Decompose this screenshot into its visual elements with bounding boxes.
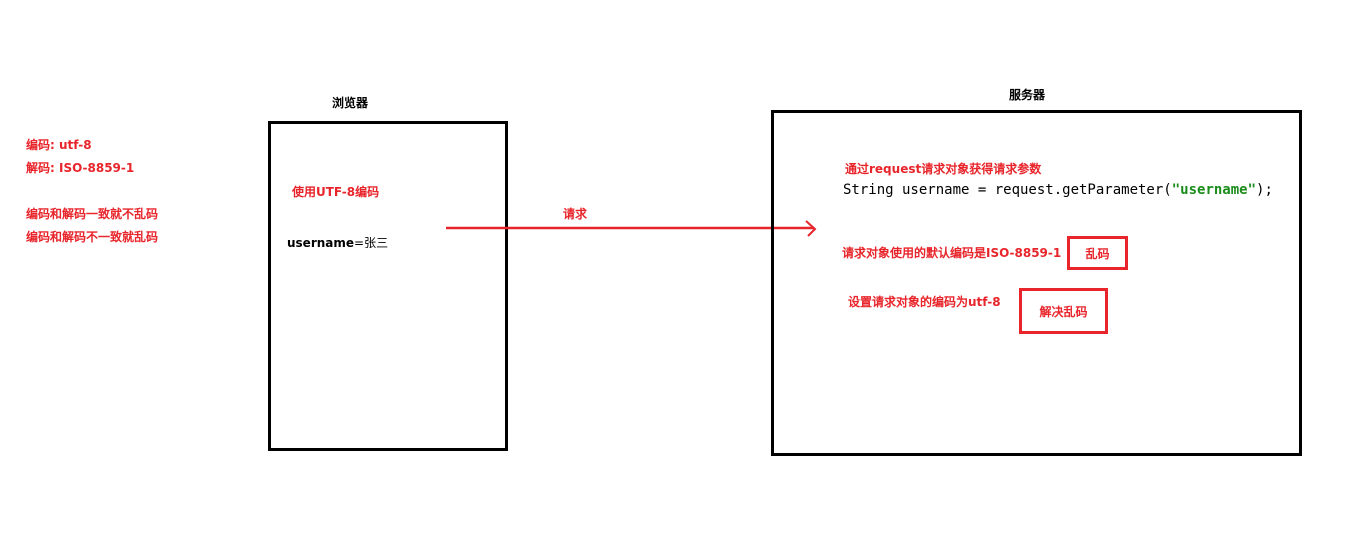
get-param-note: 通过request请求对象获得请求参数 [845,162,1042,176]
browser-title: 浏览器 [332,96,369,110]
request-param: username=张三 [287,234,388,251]
param-value: =张三 [354,236,389,250]
server-box [771,110,1302,456]
consistent-note: 编码和解码一致就不乱码 [26,207,159,221]
code-suffix: ); [1256,182,1273,198]
fix-label: 解决乱码 [1039,304,1088,319]
request-label: 请求 [563,207,588,221]
encode-note: 编码: utf-8 [26,138,92,152]
browser-encode-note: 使用UTF-8编码 [292,185,380,199]
inconsistent-note: 编码和解码不一致就乱码 [26,230,159,244]
get-parameter-code: String username = request.getParameter("… [843,182,1273,198]
fix-garbled-box: 解决乱码 [1019,288,1108,334]
default-encoding-note: 请求对象使用的默认编码是ISO-8859-1 [842,246,1062,260]
browser-box [268,121,508,451]
code-prefix: String username = request.getParameter( [843,182,1172,198]
set-encoding-note: 设置请求对象的编码为utf-8 [848,295,1001,309]
server-title: 服务器 [1009,88,1046,102]
code-string: "username" [1171,182,1257,198]
decode-note: 解码: ISO-8859-1 [26,161,135,175]
garbled-label: 乱码 [1085,246,1110,261]
param-key: username [287,236,355,250]
garbled-box: 乱码 [1067,236,1128,270]
